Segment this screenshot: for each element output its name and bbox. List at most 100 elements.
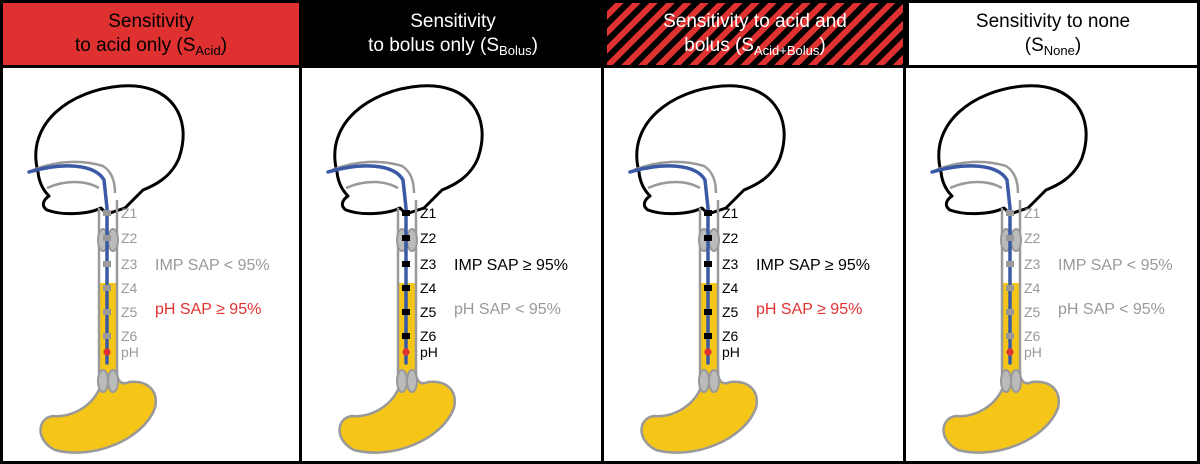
header-line-2: to bolus only (SBolus) [368,34,538,58]
impedance-electrode [704,285,712,291]
zone-label: pH [121,344,139,360]
header-suffix: ) [819,35,826,56]
impedance-electrode [704,261,712,267]
zone-label: Z6 [121,328,138,344]
nasal-cavity [633,160,718,194]
head-outline [635,84,786,216]
header-line-2: (SNone) [976,34,1130,58]
header-line-1: Sensitivity to none [975,11,1131,32]
impedance-electrode [704,333,712,339]
header-line-2: to acid only (SAcid) [75,34,227,58]
zone-label: Z4 [722,280,739,296]
head-outline [34,84,185,216]
header-subscript: None [1043,43,1075,58]
impedance-electrode [103,261,111,267]
stomach [942,370,1061,454]
zone-label: Z6 [420,328,437,344]
zone-label: Z5 [1024,304,1041,320]
impedance-electrode [704,309,712,315]
lower-sphincter-left [97,369,109,393]
nasal-cavity [935,160,1020,194]
zone-label: pH [420,344,438,360]
zone-label: Z1 [121,205,138,221]
imp-sap-label: IMP SAP ≥ 95% [756,257,870,274]
ph-sap-label: pH SAP < 95% [454,301,561,318]
header-prefix: bolus (S [684,35,754,56]
header-subscript: Acid [195,43,221,58]
zone-label: Z6 [722,328,739,344]
impedance-electrode [402,261,410,267]
lower-sphincter-left [698,369,710,393]
impedance-electrode [402,235,410,241]
zone-label: Z1 [722,205,739,221]
impedance-electrode [704,235,712,241]
panel-header: Sensitivity to acid and bolus (SAcid+Bol… [604,0,906,68]
nasal-cavity [331,160,416,194]
ph-sap-label: pH SAP ≥ 95% [756,301,862,318]
oral-cavity [345,180,399,190]
header-line-1: Sensitivity to acid and [663,11,847,32]
header-suffix: ) [220,35,228,56]
zone-label: Z2 [121,230,138,246]
imp-sap-label: IMP SAP < 95% [155,257,270,274]
header-suffix: ) [531,35,538,56]
impedance-electrode [103,309,111,315]
impedance-electrode [103,285,111,291]
ph-sensor [103,348,111,356]
head-outline [937,84,1088,216]
oral-cavity [949,180,1003,190]
catheter [27,164,109,365]
impedance-electrode [1006,285,1014,291]
impedance-electrode [1006,261,1014,267]
imp-sap-label: IMP SAP ≥ 95% [454,257,568,274]
lower-sphincter-right [107,369,119,393]
zone-label: Z6 [1024,328,1041,344]
header-suffix: ) [1074,35,1082,56]
imp-sap-label: IMP SAP < 95% [1058,257,1173,274]
oral-cavity [647,180,701,190]
zone-label: Z4 [420,280,437,296]
zone-label: Z5 [722,304,739,320]
zone-label: Z3 [121,256,138,272]
impedance-electrode [402,309,410,315]
zone-label: Z1 [420,205,437,221]
zone-label: Z5 [420,304,437,320]
impedance-electrode [402,210,410,216]
oral-cavity [46,180,100,190]
impedance-electrode [1006,235,1014,241]
stomach [39,370,158,454]
stomach [640,370,759,454]
panel-header: Sensitivity to acid only (SAcid) [0,0,302,68]
impedance-electrode [1006,333,1014,339]
header-prefix: to bolus only (S [368,35,500,56]
zone-label: Z2 [420,230,437,246]
header-line-1: Sensitivity [108,11,194,32]
impedance-electrode [704,210,712,216]
zone-label: Z5 [121,304,138,320]
nasal-cavity [32,160,117,194]
impedance-electrode [1006,210,1014,216]
zone-label: Z2 [722,230,739,246]
header-line-2: bolus (SAcid+Bolus) [663,34,847,58]
ph-sap-label: pH SAP < 95% [1058,301,1165,318]
zone-label: Z3 [420,256,437,272]
head-outline [333,84,484,216]
zone-label: Z1 [1024,205,1041,221]
header-line-1: Sensitivity [410,11,496,32]
lower-sphincter-right [708,369,720,393]
catheter [930,164,1012,365]
impedance-electrode [402,285,410,291]
impedance-electrode [1006,309,1014,315]
zone-label: Z4 [121,280,138,296]
header-prefix: (S [1024,35,1044,56]
lower-sphincter-left [1000,369,1012,393]
zone-label: Z3 [722,256,739,272]
impedance-electrode [103,210,111,216]
